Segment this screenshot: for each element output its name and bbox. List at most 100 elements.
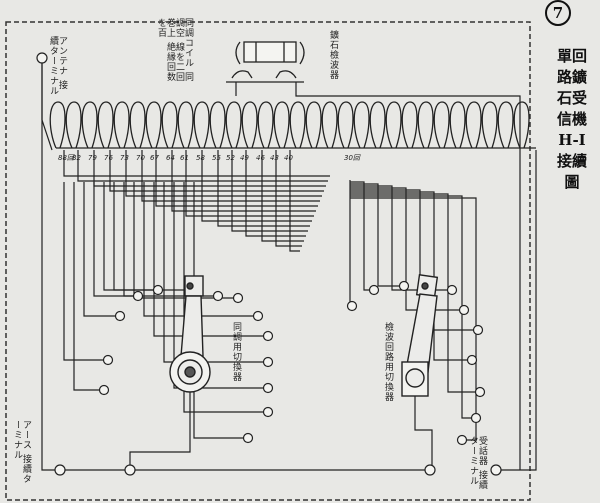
tap-number: 64 (166, 154, 175, 162)
switch-to-earth (129, 392, 191, 470)
tap-number: 49 (240, 154, 249, 162)
switch-lead (93, 182, 138, 297)
tap-wire (171, 150, 316, 212)
switch-lead (143, 182, 258, 317)
crystal-detector-label: 鑛石檢波器 (328, 30, 338, 80)
tap-number: 82 (72, 154, 81, 162)
tap-wire (155, 150, 318, 207)
diagram-title: 單回路鑛石受信機H-I接續圖 (557, 47, 588, 191)
switch-contact (242, 432, 254, 444)
tap-wire (77, 150, 328, 182)
tuning-coil (49, 101, 536, 149)
switch-contact (458, 304, 470, 316)
switch-lead (113, 182, 194, 291)
switch-contact (232, 292, 244, 304)
tap-number: 55 (212, 154, 221, 162)
tap-number: 61 (180, 154, 189, 162)
switch-contact (114, 310, 126, 322)
terminals (36, 52, 502, 476)
terminal-post (490, 464, 502, 476)
switch-lead (73, 182, 104, 391)
page-number: 7 (545, 0, 571, 26)
switch-contact (398, 280, 410, 292)
switch-contact (446, 284, 458, 296)
tap-number: 40 (284, 154, 293, 162)
tap-wire (63, 150, 330, 177)
earth-terminal-label: アース 接續ターミナル (12, 420, 31, 484)
detector-lead (350, 189, 478, 331)
tap-wire (185, 150, 314, 217)
tap-number: 58 (196, 154, 205, 162)
receiver-terminal-label: 受話器 接續ターミナル (468, 436, 487, 490)
tap-number: 30回 (344, 154, 361, 162)
switch-contact (262, 330, 274, 342)
detector-lead (350, 187, 464, 311)
switch-lead (163, 182, 268, 363)
switch-contact (470, 412, 482, 424)
terminal-post (424, 464, 436, 476)
switch-lead (153, 182, 268, 337)
switch-contact (152, 284, 164, 296)
switch-contact (466, 354, 478, 366)
switch-lead (193, 182, 248, 439)
tuning-coil-label: 同調コイル 同調空 線を二回巻上 絶縁回数を百 (156, 18, 193, 82)
detector-to-receiver (414, 396, 433, 470)
switch-contact (262, 406, 274, 418)
tap-wire (141, 150, 320, 202)
tuning-switch (169, 275, 211, 393)
detector-leads (235, 82, 521, 470)
tuning-switch-label: 同調用切換器 (231, 322, 241, 382)
right-rail (496, 150, 537, 471)
tap-wire (217, 150, 310, 227)
terminal-post (124, 464, 136, 476)
tap-number: 52 (226, 154, 235, 162)
switch-contact (472, 324, 484, 336)
switch-lead (173, 182, 268, 389)
dashed-frame (5, 21, 531, 501)
switch-contact (346, 300, 358, 312)
detector-lead (350, 185, 452, 291)
tap-number: 88回 (58, 154, 75, 162)
tap-wire (109, 150, 324, 192)
coil-loops (49, 101, 530, 149)
detector-lead (350, 197, 477, 441)
left-rail (41, 60, 60, 471)
switch-contact (132, 290, 144, 302)
crystal-detector (226, 41, 305, 83)
tap-wire (201, 150, 312, 222)
tap-wire (275, 150, 302, 247)
tap-number: 73 (120, 154, 129, 162)
switch-contact (368, 284, 380, 296)
detector-lead (350, 183, 404, 287)
terminal-post (36, 52, 48, 64)
tap-number: 76 (104, 154, 113, 162)
switch-contact (252, 310, 264, 322)
switch-lead (103, 182, 158, 291)
switch-contact (262, 356, 274, 368)
terminal-post (54, 464, 66, 476)
detector-switch-label: 檢波回路用切換器 (383, 322, 393, 402)
tap-wire (245, 150, 306, 237)
switch-lead (83, 182, 120, 317)
antenna-terminal-label: アンテナ 接續ターミナル (48, 36, 67, 96)
detector-lead (349, 180, 352, 307)
detector-lead (350, 191, 472, 361)
switch-lead (183, 182, 268, 413)
switch-contact (456, 434, 468, 446)
tap-number: 43 (270, 154, 279, 162)
tap-number: 70 (136, 154, 145, 162)
tap-number: 46 (256, 154, 265, 162)
tap-wire (231, 150, 308, 232)
tap-number: 79 (88, 154, 97, 162)
switch-contact (474, 386, 486, 398)
switch-contact (102, 354, 114, 366)
switch-lead (63, 182, 108, 361)
tap-wire (125, 150, 322, 197)
switch-contact (262, 382, 274, 394)
tap-wire (289, 150, 300, 252)
detector-switch (401, 274, 439, 397)
switch-contact (98, 384, 110, 396)
